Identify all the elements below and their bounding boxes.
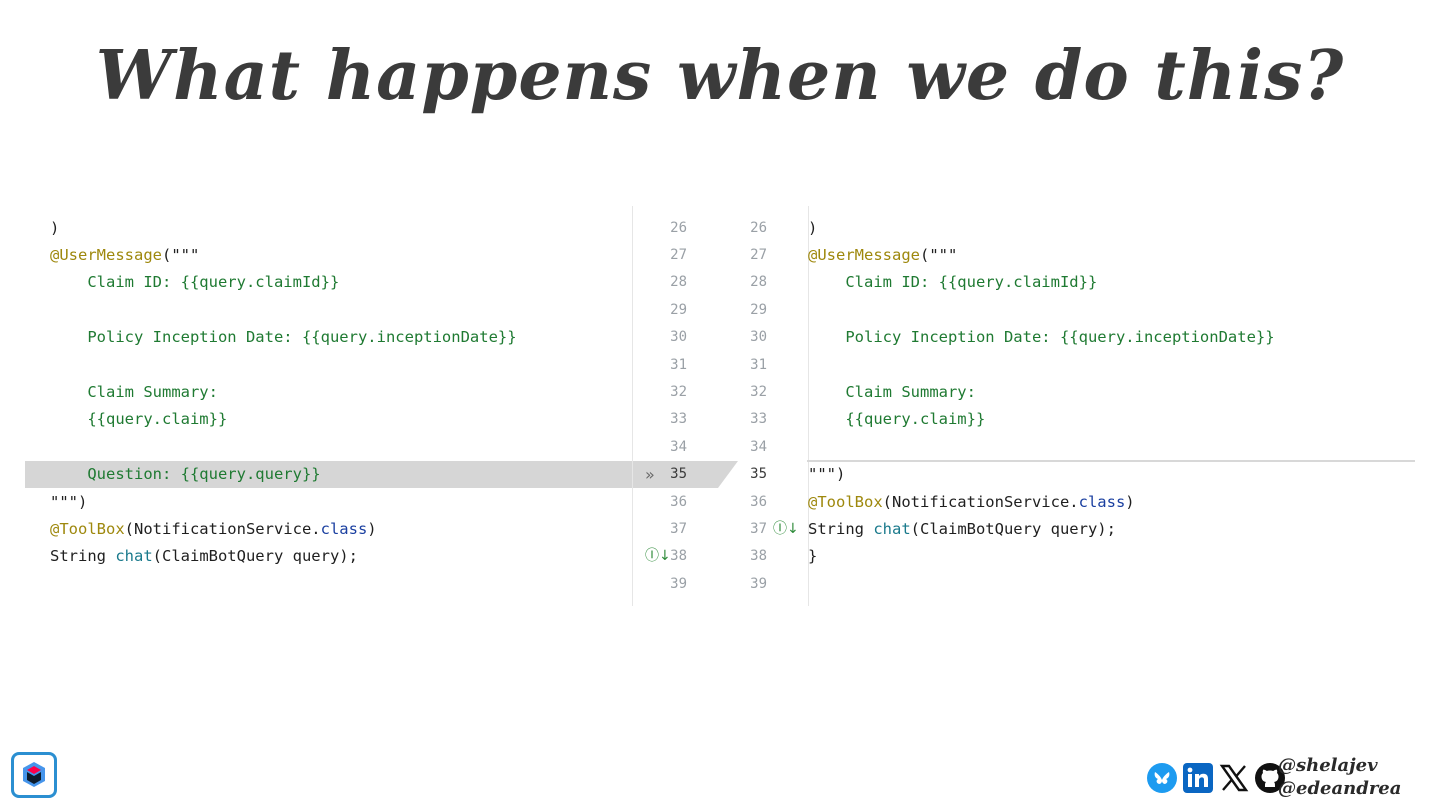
left-line-number: 36 xyxy=(670,493,687,510)
handle-1: @shelajev xyxy=(1278,755,1378,776)
left-code-line: ) xyxy=(50,215,59,242)
code-token: (NotificationService. xyxy=(124,519,321,538)
left-line-number: 37 xyxy=(670,520,687,537)
code-token: (NotificationService. xyxy=(882,492,1079,511)
right-code-line: Claim ID: {{query.claimId}} xyxy=(808,269,1097,296)
code-token: Claim Summary: xyxy=(808,382,976,401)
left-line-number: 39 xyxy=(670,575,687,592)
deleted-line-marker xyxy=(807,460,1415,463)
x-icon[interactable] xyxy=(1218,762,1250,794)
code-token: class xyxy=(1078,492,1126,511)
linkedin-icon[interactable] xyxy=(1182,762,1214,794)
left-line-number: 31 xyxy=(670,356,687,373)
diff-viewer: )@UserMessage(""" Claim ID: {{query.clai… xyxy=(25,206,1415,606)
code-token: } xyxy=(808,547,818,566)
code-token: chat xyxy=(873,519,911,538)
left-line-number: 35 xyxy=(670,466,687,483)
code-token: ) xyxy=(1125,492,1135,511)
code-token: ) xyxy=(50,218,60,237)
right-line-number: 27 xyxy=(750,246,767,263)
code-token: (ClaimBotQuery query); xyxy=(152,547,358,566)
right-line-number: 38 xyxy=(750,548,767,565)
left-line-number: 30 xyxy=(670,329,687,346)
code-token: @UserMessage xyxy=(808,245,920,264)
code-token: Policy Inception Date: {{query.inception… xyxy=(50,328,517,347)
right-code-line: String chat(ClaimBotQuery query); xyxy=(808,516,1116,543)
right-line-number: 29 xyxy=(750,301,767,318)
left-line-number: 38 xyxy=(670,548,687,565)
handle-2: @edeandrea xyxy=(1278,778,1402,799)
code-token: """) xyxy=(50,492,88,511)
right-code-line: @ToolBox(NotificationService.class) xyxy=(808,489,1135,516)
right-line-number: 34 xyxy=(750,438,767,455)
code-token: @UserMessage xyxy=(50,245,162,264)
code-token: Claim Summary: xyxy=(50,382,218,401)
code-token: String xyxy=(808,519,874,538)
right-code-line: Claim Summary: xyxy=(808,379,976,406)
left-code-line: Claim ID: {{query.claimId}} xyxy=(50,269,339,296)
right-code-line: @UserMessage(""" xyxy=(808,242,957,269)
code-token: (""" xyxy=(919,245,958,264)
left-line-number: 29 xyxy=(670,301,687,318)
left-code-line: String chat(ClaimBotQuery query); xyxy=(50,543,358,570)
speaker-handles: @shelajev @edeandrea xyxy=(1278,754,1428,800)
code-token: Policy Inception Date: {{query.inception… xyxy=(808,328,1275,347)
left-line-number: 26 xyxy=(670,219,687,236)
left-code-line: Claim Summary: xyxy=(50,379,218,406)
right-code-line: {{query.claim}} xyxy=(808,406,985,433)
code-token: Claim ID: {{query.claimId}} xyxy=(50,273,340,292)
left-line-number: 28 xyxy=(670,274,687,291)
right-line-number: 30 xyxy=(750,329,767,346)
implements-icon[interactable]: Ⓘ↓ xyxy=(773,520,799,537)
left-line-number: 34 xyxy=(670,438,687,455)
apply-change-icon[interactable]: » xyxy=(645,465,655,485)
right-line-number: 39 xyxy=(750,575,767,592)
left-line-number: 33 xyxy=(670,411,687,428)
bluesky-icon[interactable] xyxy=(1146,762,1178,794)
right-line-number: 32 xyxy=(750,383,767,400)
left-code-line: """) xyxy=(50,489,87,516)
left-code-line: Question: {{query.query}} xyxy=(50,461,321,488)
code-token: ) xyxy=(808,218,818,237)
implements-icon[interactable]: Ⓘ↓ xyxy=(645,548,671,565)
left-code-line: {{query.claim}} xyxy=(50,406,227,433)
right-code-line: """) xyxy=(808,461,845,488)
right-line-number: 31 xyxy=(750,356,767,373)
changed-line-highlight xyxy=(25,461,633,489)
right-line-number: 33 xyxy=(750,411,767,428)
code-token: String xyxy=(50,547,116,566)
code-token: class xyxy=(320,519,368,538)
right-line-number: 26 xyxy=(750,219,767,236)
code-token: Claim ID: {{query.claimId}} xyxy=(808,273,1098,292)
github-icon[interactable] xyxy=(1254,762,1286,794)
left-code-line: Policy Inception Date: {{query.inception… xyxy=(50,324,517,351)
social-icons xyxy=(1146,760,1286,796)
right-line-number: 36 xyxy=(750,493,767,510)
right-line-number: 28 xyxy=(750,274,767,291)
left-line-number: 27 xyxy=(670,246,687,263)
right-line-number: 35 xyxy=(750,466,767,483)
right-line-number: 37 xyxy=(750,520,767,537)
code-token: (""" xyxy=(161,245,200,264)
slide-title: What happens when we do this? xyxy=(95,36,1345,116)
right-code-line: Policy Inception Date: {{query.inception… xyxy=(808,324,1275,351)
left-code-line: @UserMessage(""" xyxy=(50,242,199,269)
quarkus-logo-icon xyxy=(11,752,57,798)
code-token: (ClaimBotQuery query); xyxy=(910,519,1116,538)
right-code-line: } xyxy=(808,543,817,570)
right-code-line: ) xyxy=(808,215,817,242)
code-token: {{query.claim}} xyxy=(808,410,986,429)
code-token: """) xyxy=(808,465,846,484)
code-token: @ToolBox xyxy=(808,492,883,511)
code-token: {{query.claim}} xyxy=(50,410,228,429)
left-line-number: 32 xyxy=(670,383,687,400)
code-token: chat xyxy=(115,547,153,566)
left-code-line: @ToolBox(NotificationService.class) xyxy=(50,516,377,543)
diff-gutter xyxy=(632,206,809,606)
code-token: ) xyxy=(367,519,377,538)
change-connector xyxy=(633,461,738,489)
code-token: @ToolBox xyxy=(50,519,125,538)
code-token: Question: {{query.query}} xyxy=(50,465,321,484)
